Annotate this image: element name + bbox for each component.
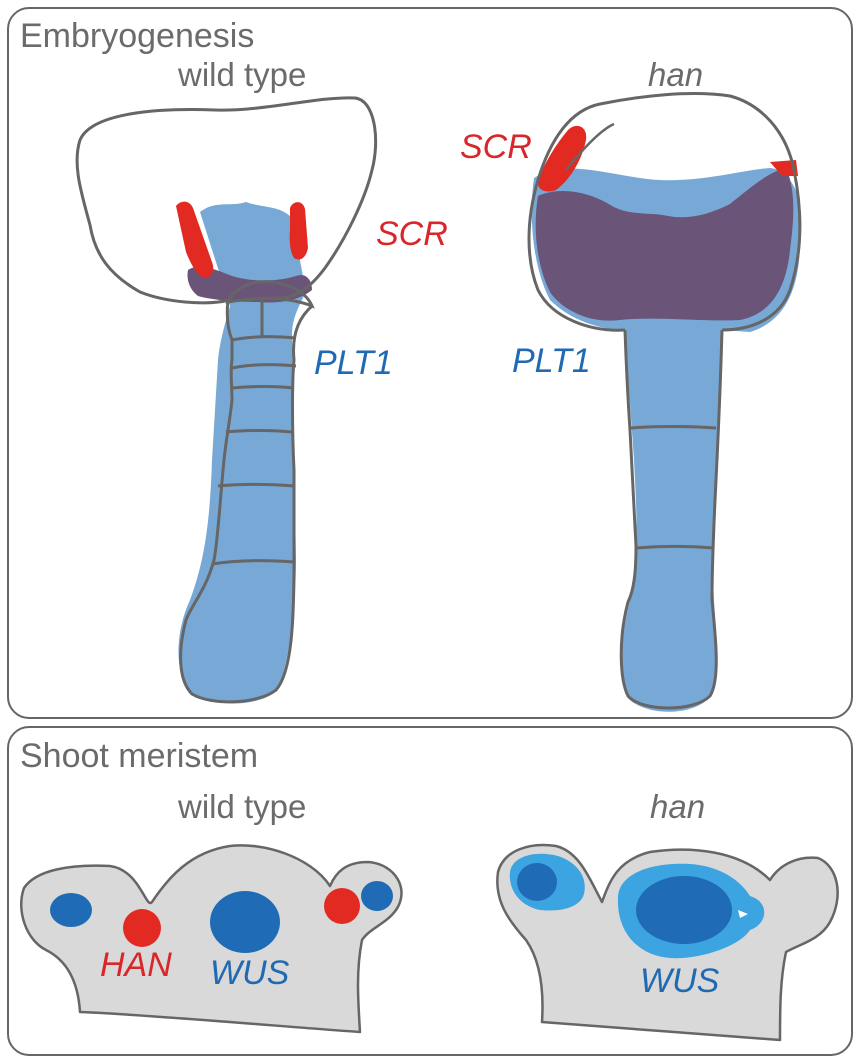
hypophysis-outline-wt — [225, 280, 315, 309]
wus-domain-wt-left — [50, 893, 92, 927]
han-domain-wt-left — [123, 909, 161, 947]
cell-walls-wt — [211, 300, 297, 566]
wus-label-han: WUS — [640, 962, 720, 1000]
shoot-meristem-title: Shoot meristem — [20, 737, 259, 775]
wus-label-wild-type: WUS — [210, 954, 290, 992]
plt1-domain-wt — [178, 202, 306, 704]
scr-domain-wt-right — [289, 202, 308, 260]
scr-domain-han-right — [770, 160, 798, 176]
embryogenesis-panel — [7, 7, 853, 719]
scr-label-wild-type: SCR — [376, 215, 448, 253]
plt1-label-han: PLT1 — [512, 342, 591, 380]
han-embryo — [527, 92, 802, 712]
plt1-label-wild-type: PLT1 — [314, 344, 393, 382]
scr-label-han: SCR — [460, 128, 532, 166]
suspensor-outline-wt — [179, 299, 314, 704]
han-label-meristem: han — [650, 788, 706, 825]
wild-type-meristem — [19, 844, 403, 1034]
wus-domain-wt-center — [210, 891, 280, 953]
shoot-meristem-panel — [7, 726, 853, 1056]
han-gene-label: HAN — [100, 946, 172, 984]
meristem-tissue-wt — [19, 844, 403, 1034]
han-meristem — [496, 843, 839, 1042]
embryo-proper-outline-han — [527, 92, 802, 332]
wus-domain-han-center-inner — [636, 876, 732, 944]
suspensor-outline-han — [619, 329, 724, 710]
han-domain-wt-right — [324, 888, 360, 924]
embryo-proper-outline-wt — [75, 96, 378, 305]
han-label-embryo: han — [648, 56, 704, 93]
scr-domain-wt-left — [176, 201, 214, 278]
wild-type-embryo — [75, 96, 378, 704]
cell-walls-han — [629, 425, 717, 550]
embryogenesis-title: Embryogenesis — [20, 17, 255, 55]
wild-type-label-meristem: wild type — [178, 788, 307, 825]
wus-domain-han-left-inner — [517, 863, 557, 901]
wus-domain-wt-right — [361, 881, 393, 911]
wild-type-label-embryo: wild type — [178, 56, 307, 93]
overlap-domain-han — [535, 168, 794, 321]
scr-domain-han — [537, 125, 587, 192]
